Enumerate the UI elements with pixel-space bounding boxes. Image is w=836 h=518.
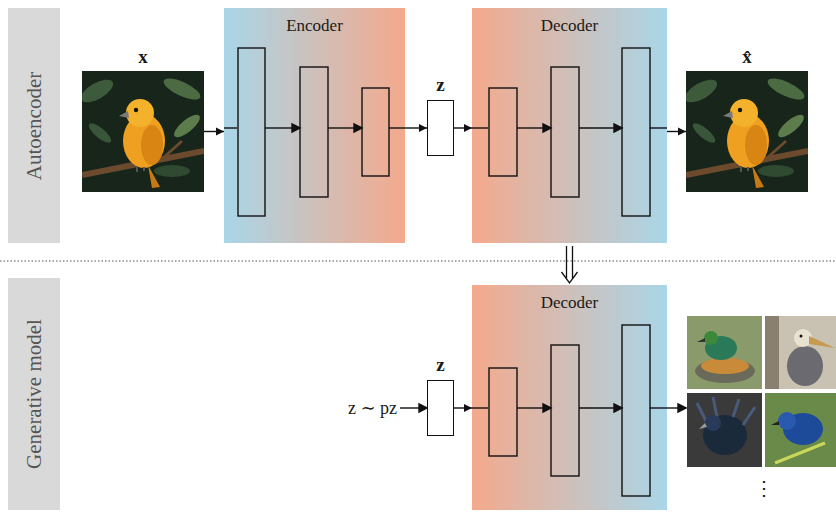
layer-block (622, 325, 650, 496)
output-image (681, 71, 808, 192)
layer-block (362, 88, 389, 176)
section-title: Autoencoder (22, 71, 47, 179)
decoder-panel (472, 8, 667, 243)
arrow-head (678, 128, 686, 136)
sample-image (765, 316, 836, 389)
inner-arrows (224, 124, 686, 412)
flow-arrow (204, 128, 224, 136)
flow-arrow (562, 246, 578, 283)
variable-label: x (82, 46, 204, 68)
variable-label: z (428, 74, 453, 96)
layer-block (622, 48, 650, 216)
decoder-panel (472, 285, 667, 510)
sample-image (687, 316, 762, 389)
flow-arrow (667, 128, 686, 136)
section-title: Generative model (22, 319, 47, 469)
flow-arrow (405, 124, 427, 132)
layer-block (551, 67, 579, 197)
input-image (77, 71, 204, 192)
block-title: Decoder (472, 293, 667, 313)
sample-image (687, 393, 762, 467)
layer-blocks (238, 48, 650, 496)
block-title: Decoder (472, 16, 667, 36)
latent-box: z (427, 100, 454, 156)
layer-block (551, 345, 579, 476)
flow-arrow (454, 124, 472, 132)
arrow-head (216, 128, 224, 136)
layer-block (489, 368, 517, 456)
latent-box: z (427, 380, 454, 436)
sample-image (765, 393, 836, 467)
decoder-block: Decoder (472, 8, 667, 243)
double-arrow (562, 246, 578, 283)
separator-line (0, 261, 836, 262)
variable-label: z (428, 354, 453, 376)
input-image-node: x (82, 71, 204, 192)
section-band: Generative model (8, 278, 60, 510)
arrow-head (464, 124, 472, 132)
section-band: Autoencoder (8, 8, 60, 243)
ellipsis-mark: ⋮ (754, 478, 774, 498)
arrow-head (464, 404, 472, 412)
decoder-block: Decoder (472, 285, 667, 510)
encoder-panel (224, 8, 405, 243)
encoder-block: Encoder (224, 8, 405, 243)
layer-block (300, 67, 328, 197)
prior-label: z ∼ pz (348, 399, 397, 417)
block-title: Encoder (224, 16, 405, 36)
variable-label: x̂ (686, 46, 808, 68)
layer-block (238, 48, 265, 216)
output-image-node: x̂ (686, 71, 808, 192)
flow-arrow (454, 404, 472, 412)
layer-block (489, 88, 517, 176)
arrow-head (419, 124, 427, 132)
